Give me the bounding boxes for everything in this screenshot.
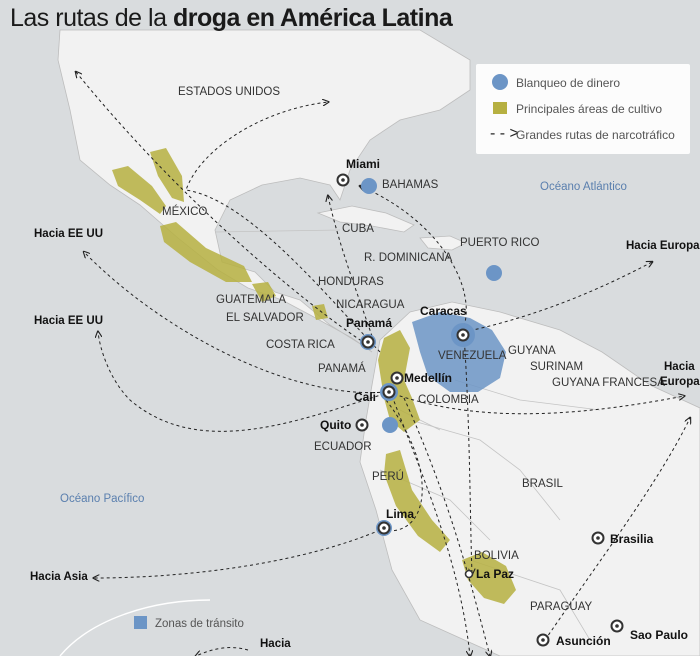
label-usa: ESTADOS UNIDOS <box>178 86 281 98</box>
hispaniola-land <box>419 235 467 251</box>
legend-box: Blanqueo de dinero Principales áreas de … <box>476 64 690 154</box>
label-lima: Lima <box>386 507 415 521</box>
label-hacia-eeuu-2: Hacia EE UU <box>34 315 104 327</box>
label-bahamas: BAHAMAS <box>382 179 439 191</box>
label-guatemala: GUATEMALA <box>216 294 287 306</box>
cultivation-swatch <box>493 102 507 114</box>
label-hacia-bottom: Hacia <box>260 638 291 650</box>
label-hacia-asia: Hacia Asia <box>30 571 88 583</box>
label-honduras: HONDURAS <box>318 276 384 288</box>
label-caracas: Caracas <box>420 304 467 318</box>
city-markers <box>336 173 624 647</box>
quito-marker <box>355 418 369 432</box>
label-medellin: Medellín <box>404 371 453 385</box>
label-atlantic-ocean: Océano Atlántico <box>540 181 627 193</box>
label-hacia-europa-2b: Europa <box>660 376 700 388</box>
label-el-salvador: EL SALVADOR <box>226 312 304 324</box>
label-venezuela: VENEZUELA <box>438 350 507 362</box>
label-miami: Miami <box>346 157 381 171</box>
miami-marker <box>336 173 350 187</box>
label-surinam: SURINAM <box>530 361 584 373</box>
label-peru: PERÚ <box>372 471 404 483</box>
label-dominican: R. DOMINICANA <box>364 252 453 264</box>
label-bolivia: BOLIVIA <box>474 550 519 562</box>
label-guyana: GUYANA <box>508 345 556 357</box>
label-hacia-eeuu-1: Hacia EE UU <box>34 228 104 240</box>
label-brasilia: Brasilia <box>610 532 654 546</box>
label-quito: Quito <box>320 418 352 432</box>
asuncion-marker <box>536 633 550 647</box>
north-america-land <box>57 29 471 353</box>
title-part1: Las rutas de la <box>10 4 173 32</box>
caracas-marker <box>456 328 470 342</box>
label-cuba: CUBA <box>342 223 374 235</box>
sao-paulo-marker <box>610 619 624 633</box>
label-hacia-europa-2a: Hacia <box>664 361 695 373</box>
legend-laundering-label: Blanqueo de dinero <box>516 76 621 90</box>
label-costa-rica: COSTA RICA <box>266 339 335 351</box>
route-arrow-icon: - - > <box>490 125 519 142</box>
label-sao-paulo: Sao Paulo <box>630 628 689 642</box>
label-french-guiana: GUYANA FRANCESA <box>552 377 665 389</box>
venezuela-laundering-area <box>412 312 506 392</box>
label-nicaragua: NICARAGUA <box>336 299 405 311</box>
label-asuncion: Asunción <box>556 634 611 648</box>
legend-transit-label: Zonas de tránsito <box>155 618 244 630</box>
laundering-swatch <box>492 74 508 90</box>
la-paz-marker <box>464 569 474 579</box>
label-colombia: COLOMBIA <box>418 394 479 406</box>
label-la-paz: La Paz <box>476 567 515 581</box>
label-cali: Cali <box>354 390 377 404</box>
label-pacific-ocean: Océano Pacífico <box>60 493 145 505</box>
south-america-land <box>359 301 700 656</box>
medellin-marker <box>390 371 404 385</box>
label-mexico: MÉXICO <box>162 206 208 218</box>
label-brasil: BRASIL <box>522 478 563 490</box>
label-puerto-rico: PUERTO RICO <box>460 237 540 249</box>
brasilia-marker <box>591 531 605 545</box>
cali-marker <box>382 385 396 399</box>
panama-marker <box>361 335 375 349</box>
title-part2: droga en América Latina <box>172 4 453 32</box>
legend-transit: Zonas de tránsito <box>134 616 244 630</box>
cultivation-areas <box>112 148 516 604</box>
lima-marker <box>377 521 391 535</box>
legend-cultivation-label: Principales áreas de cultivo <box>516 102 663 116</box>
transit-swatch <box>134 616 147 629</box>
map-title: Las rutas de la droga en América Latina <box>10 4 453 33</box>
trafficking-routes <box>76 72 690 656</box>
label-hacia-europa-1: Hacia Europa <box>626 240 700 252</box>
label-panama-city: Panamá <box>346 316 393 330</box>
transit-zone-outline <box>59 599 211 656</box>
label-panama-country: PANAMÁ <box>318 363 366 375</box>
cuba-land <box>316 205 415 233</box>
label-ecuador: ECUADOR <box>314 441 372 453</box>
label-paraguay: PARAGUAY <box>530 601 593 613</box>
legend-routes-label: Grandes rutas de narcotráfico <box>516 128 675 142</box>
